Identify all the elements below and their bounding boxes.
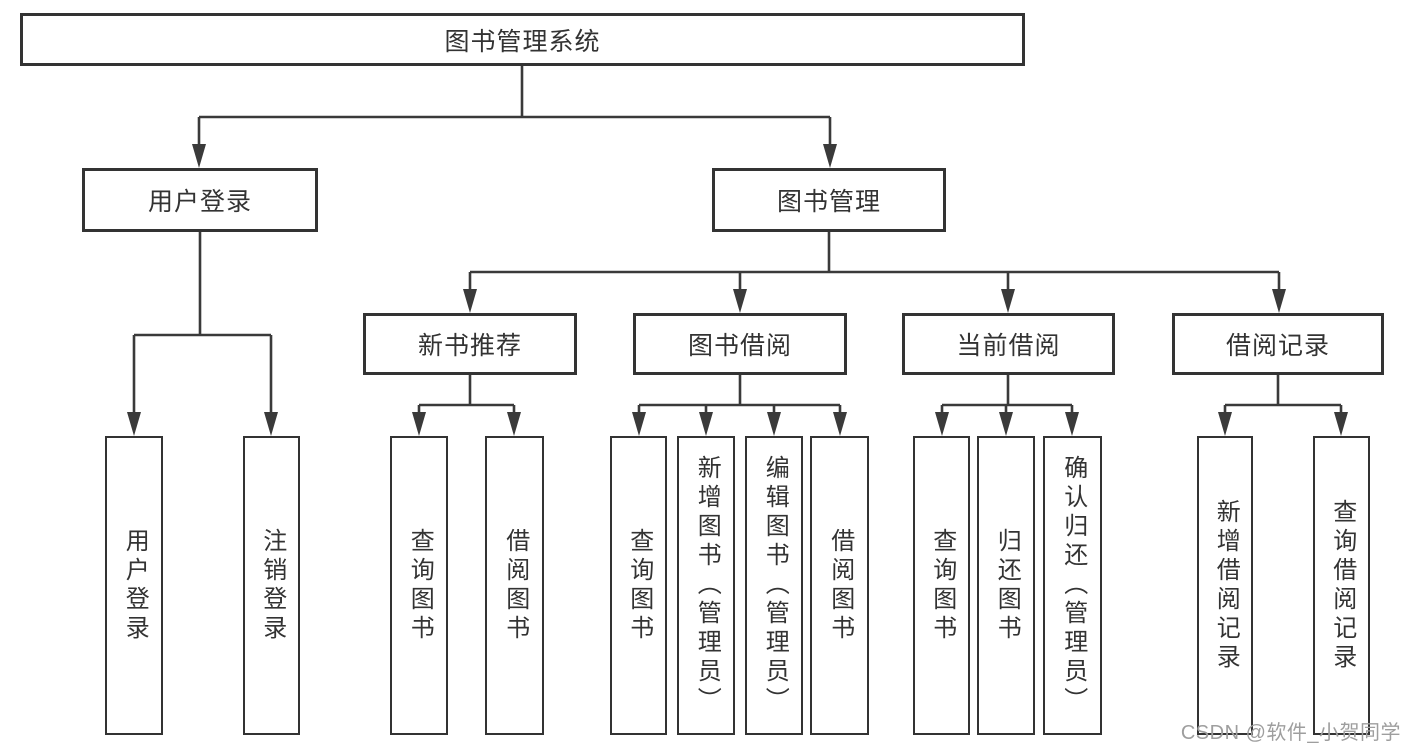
leaf-borrow-books-borrowing-label: 借阅图书	[826, 527, 854, 644]
leaf-query-books-current: 查询图书	[913, 436, 970, 735]
leaf-query-books-borrowing-label: 查询图书	[625, 527, 653, 644]
leaf-query-books-current-label: 查询图书	[928, 527, 956, 644]
node-new-book-recommend: 新书推荐	[363, 313, 577, 375]
leaf-borrow-books-recommend: 借阅图书	[485, 436, 544, 735]
arrowhead-icon	[1001, 289, 1015, 313]
node-user-login: 用户登录	[82, 168, 318, 232]
leaf-return-book: 归还图书	[977, 436, 1035, 735]
leaf-user-login: 用户登录	[105, 436, 163, 735]
leaf-borrow-books-recommend-label: 借阅图书	[501, 527, 529, 644]
arrowheads	[127, 144, 1348, 436]
leaf-query-borrow-record-label: 查询借阅记录	[1328, 498, 1356, 673]
leaf-query-books-recommend-label: 查询图书	[406, 527, 434, 644]
leaf-add-borrow-record: 新增借阅记录	[1197, 436, 1253, 735]
leaf-add-book-admin: 新增图书（管理员）	[677, 436, 735, 735]
node-root: 图书管理系统	[20, 13, 1025, 66]
arrowhead-icon	[192, 144, 206, 168]
arrowhead-icon	[1334, 412, 1348, 436]
node-book-management: 图书管理	[712, 168, 946, 232]
leaf-query-books-recommend: 查询图书	[390, 436, 448, 735]
arrowhead-icon	[264, 412, 278, 436]
arrowhead-icon	[1065, 412, 1079, 436]
arrowhead-icon	[412, 412, 426, 436]
node-root-label: 图书管理系统	[444, 27, 601, 56]
arrowhead-icon	[463, 289, 477, 313]
leaf-query-books-borrowing: 查询图书	[610, 436, 667, 735]
arrowhead-icon	[733, 289, 747, 313]
node-new-book-recommend-label: 新书推荐	[417, 332, 522, 360]
arrowhead-icon	[767, 412, 781, 436]
node-book-borrowing: 图书借阅	[633, 313, 847, 375]
leaf-borrow-books-borrowing: 借阅图书	[810, 436, 869, 735]
leaf-user-login-label: 用户登录	[121, 527, 149, 644]
leaf-confirm-return-admin: 确认归还（管理员）	[1043, 436, 1102, 735]
node-current-borrowing-label: 当前借阅	[956, 332, 1061, 360]
leaf-edit-book-admin: 编辑图书（管理员）	[745, 436, 803, 735]
node-current-borrowing: 当前借阅	[902, 313, 1115, 375]
arrowhead-icon	[1272, 289, 1286, 313]
leaf-logout-label: 注销登录	[258, 527, 286, 644]
arrowhead-icon	[1218, 412, 1232, 436]
leaf-add-borrow-record-label: 新增借阅记录	[1212, 498, 1240, 673]
arrowhead-icon	[999, 412, 1013, 436]
leaf-return-book-label: 归还图书	[993, 527, 1021, 644]
arrowhead-icon	[833, 412, 847, 436]
csdn-watermark: CSDN @软件_小贺同学	[1180, 722, 1401, 744]
leaf-logout: 注销登录	[243, 436, 300, 735]
arrowhead-icon	[127, 412, 141, 436]
leaf-add-book-admin-label: 新增图书（管理员）	[693, 455, 721, 716]
node-book-borrowing-label: 图书借阅	[687, 332, 792, 360]
arrowhead-icon	[632, 412, 646, 436]
leaf-confirm-return-admin-label: 确认归还（管理员）	[1059, 455, 1087, 716]
leaf-edit-book-admin-label: 编辑图书（管理员）	[761, 455, 789, 716]
arrowhead-icon	[699, 412, 713, 436]
arrowhead-icon	[823, 144, 837, 168]
node-user-login-label: 用户登录	[147, 188, 252, 216]
node-book-management-label: 图书管理	[776, 188, 881, 216]
arrowhead-icon	[507, 412, 521, 436]
connector-path	[132, 66, 1343, 414]
node-borrow-records: 借阅记录	[1172, 313, 1384, 375]
arrowhead-icon	[935, 412, 949, 436]
leaf-query-borrow-record: 查询借阅记录	[1313, 436, 1370, 735]
node-borrow-records-label: 借阅记录	[1225, 332, 1330, 360]
